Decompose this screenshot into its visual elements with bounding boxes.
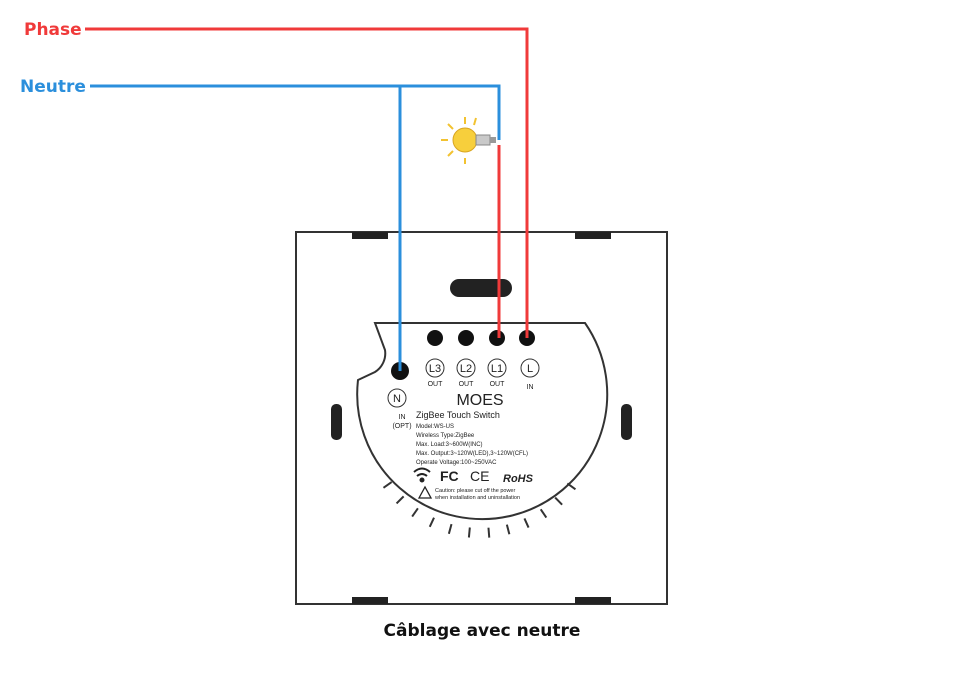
svg-text:(OPT): (OPT) bbox=[392, 423, 411, 430]
module-vents bbox=[382, 481, 577, 538]
terminal-l2: L2 bbox=[460, 363, 472, 375]
spec-list: Model:WS-US Wireless Type:ZigBee Max. Lo… bbox=[416, 424, 528, 466]
vent-slot bbox=[523, 518, 530, 528]
vent-slot bbox=[447, 523, 453, 535]
svg-text:OUT: OUT bbox=[428, 381, 444, 388]
caption: Câblage avec neutre bbox=[384, 621, 581, 641]
switch-module-outline bbox=[356, 322, 609, 521]
neutral-label: Neutre bbox=[20, 77, 86, 97]
vent-slot bbox=[467, 527, 471, 538]
svg-text:Operate Voltage:100~250VAC: Operate Voltage:100~250VAC bbox=[416, 460, 497, 466]
vent-slot bbox=[395, 495, 405, 505]
vent-slot bbox=[382, 481, 393, 489]
svg-text:CE: CE bbox=[470, 468, 489, 484]
terminal-n: N bbox=[393, 393, 401, 405]
svg-text:when installation and uninstal: when installation and uninstallation bbox=[434, 495, 520, 501]
wifi-icon bbox=[413, 467, 431, 483]
neutral-wire bbox=[90, 84, 501, 371]
phase-label: Phase bbox=[24, 20, 82, 40]
svg-text:Wireless Type:ZigBee: Wireless Type:ZigBee bbox=[416, 433, 475, 439]
vent-slot bbox=[554, 496, 563, 506]
vent-slot bbox=[505, 524, 511, 535]
terminal-l3: L3 bbox=[429, 363, 441, 375]
svg-text:Max. Output:3~120W(LED),3~120W: Max. Output:3~120W(LED),3~120W(CFL) bbox=[416, 451, 528, 457]
svg-text:OUT: OUT bbox=[490, 381, 506, 388]
svg-text:RoHS: RoHS bbox=[503, 473, 534, 485]
vent-slot bbox=[566, 482, 577, 491]
vent-slot bbox=[487, 527, 491, 538]
svg-text:IN: IN bbox=[527, 384, 534, 391]
svg-text:FC: FC bbox=[440, 468, 459, 484]
terminal-l1: L1 bbox=[491, 363, 503, 375]
svg-text:OUT: OUT bbox=[459, 381, 475, 388]
svg-text:Caution: please cut off the po: Caution: please cut off the power bbox=[435, 488, 515, 494]
vent-slot bbox=[411, 507, 419, 518]
vent-slot bbox=[428, 517, 435, 528]
product-name: ZigBee Touch Switch bbox=[416, 410, 500, 420]
svg-text:Max. Load:3~600W(INC): Max. Load:3~600W(INC) bbox=[416, 442, 483, 448]
svg-text:IN: IN bbox=[399, 414, 406, 421]
phase-wire bbox=[85, 27, 529, 338]
light-bulb-icon bbox=[441, 117, 496, 164]
terminal-l: L bbox=[527, 363, 533, 375]
brand-logo: MOES bbox=[456, 392, 503, 409]
svg-text:Model:WS-US: Model:WS-US bbox=[416, 424, 454, 430]
certifications: FC CE RoHS Caution: please cut off the p… bbox=[413, 467, 534, 501]
warning-icon bbox=[417, 485, 433, 499]
vent-slot bbox=[539, 508, 548, 519]
terminal-labels: L3 L2 L1 L OUT OUT OUT IN N IN (OPT) bbox=[387, 358, 540, 430]
